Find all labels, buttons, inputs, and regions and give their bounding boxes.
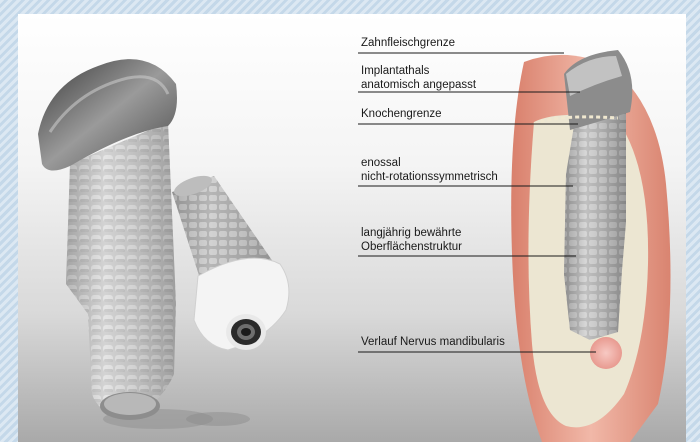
label-nerve-text: Verlauf Nervus mandibularis [361,335,505,349]
nerve-canal [590,337,622,369]
implant-illustration [18,14,686,442]
label-bone-line-text: Knochengrenze [361,107,442,121]
label-enossal-line2: nicht-rotationssymmetrisch [361,170,498,184]
illustration-panel: Zahnfleischgrenze Implantathals anatomis… [18,14,686,442]
small-implant [171,172,288,426]
label-nerve: Verlauf Nervus mandibularis [361,335,505,349]
label-gum-line-text: Zahnfleischgrenze [361,36,455,50]
label-surface: langjährig bewährte Oberflächenstruktur [361,226,462,254]
label-surface-line2: Oberflächenstruktur [361,240,462,254]
label-surface-line1: langjährig bewährte [361,226,462,240]
label-implant-neck-line2: anatomisch angepasst [361,78,476,92]
cross-section [511,50,670,442]
label-gum-line: Zahnfleischgrenze [361,36,455,50]
large-implant [38,59,213,429]
label-implant-neck-line1: Implantathals [361,64,476,78]
label-enossal: enossal nicht-rotationssymmetrisch [361,156,498,184]
label-bone-line: Knochengrenze [361,107,442,121]
label-enossal-line1: enossal [361,156,498,170]
label-implant-neck: Implantathals anatomisch angepasst [361,64,476,92]
